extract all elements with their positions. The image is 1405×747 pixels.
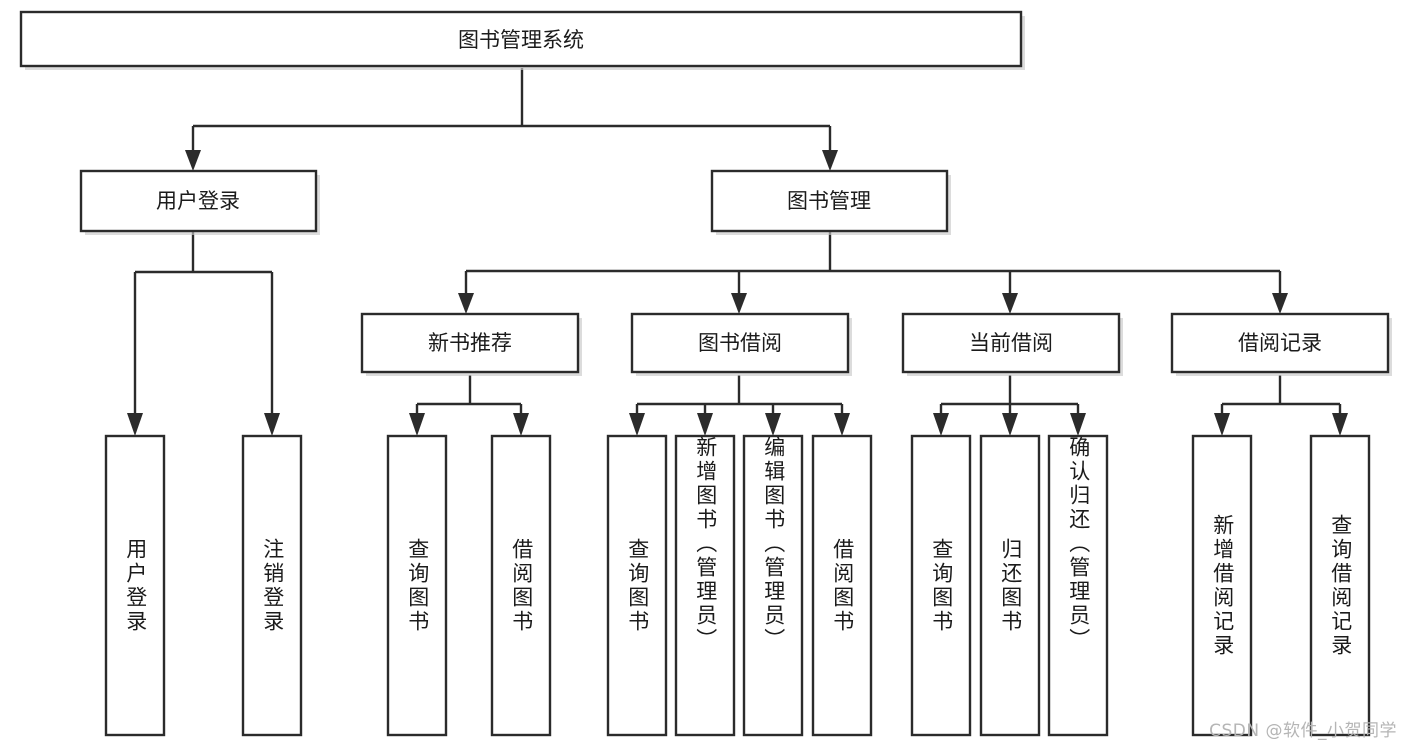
leaf-box-query-book-2[interactable]	[606, 434, 668, 737]
node-book-borrow-box[interactable]	[630, 312, 850, 374]
node-book-borrow[interactable]: 图书借阅	[630, 312, 852, 376]
node-root-label: 图书管理系统	[458, 28, 584, 52]
node-borrow-record-box[interactable]	[1170, 312, 1390, 374]
arrow-head-leaf-user-login	[127, 413, 143, 436]
node-root-box[interactable]	[19, 10, 1023, 68]
leaf-box-user-login[interactable]	[104, 434, 166, 737]
leaf-box-borrow-book-2[interactable]	[811, 434, 873, 737]
arrow-head-current-leaf1	[933, 413, 949, 436]
watermark-text: CSDN @软件_小贺同学	[1209, 721, 1397, 741]
leaf-box-add-record[interactable]	[1191, 434, 1253, 737]
arrow-head-current	[1002, 293, 1018, 314]
node-book-management-box[interactable]	[710, 169, 949, 233]
node-book-management[interactable]: 图书管理	[710, 169, 951, 235]
arrow-head-record-leaf2	[1332, 413, 1348, 436]
arrow-head-leaf-logout	[264, 413, 280, 436]
node-book-borrow-label: 图书借阅	[698, 331, 782, 355]
leaf-box-return-book[interactable]	[979, 434, 1041, 737]
arrow-head-borrow-leaf2	[697, 413, 713, 436]
node-current-borrow-box[interactable]	[901, 312, 1121, 374]
arrow-head-borrow-leaf4	[834, 413, 850, 436]
node-new-book-recommend[interactable]: 新书推荐	[360, 312, 582, 376]
node-borrow-record[interactable]: 借阅记录	[1170, 312, 1392, 376]
node-root[interactable]: 图书管理系统	[19, 10, 1025, 70]
arrow-head-user-login	[185, 150, 201, 171]
arrow-head-borrow-leaf3	[765, 413, 781, 436]
arrow-head-newbook-leaf1	[409, 413, 425, 436]
leaf-box-confirm-return[interactable]	[1047, 434, 1109, 737]
node-borrow-record-label: 借阅记录	[1238, 331, 1322, 355]
leaf-box-edit-book[interactable]	[742, 434, 804, 737]
node-new-book-recommend-box[interactable]	[360, 312, 580, 374]
arrow-head-newbook	[458, 293, 474, 314]
node-user-login[interactable]: 用户登录	[79, 169, 320, 235]
arrow-head-current-leaf3	[1070, 413, 1086, 436]
node-new-book-recommend-label: 新书推荐	[428, 331, 512, 355]
leaf-box-query-record[interactable]	[1309, 434, 1371, 737]
node-current-borrow-label: 当前借阅	[969, 331, 1053, 355]
node-user-login-box[interactable]	[79, 169, 318, 233]
leaf-box-add-book[interactable]	[674, 434, 736, 737]
leaf-box-query-book-3[interactable]	[910, 434, 972, 737]
connector-group	[127, 68, 1348, 436]
node-user-login-label: 用户登录	[156, 189, 240, 213]
leaf-box-group	[104, 434, 1371, 737]
arrow-head-record-leaf1	[1214, 413, 1230, 436]
arrow-head-borrow	[731, 293, 747, 314]
arrow-head-book-mgmt	[822, 150, 838, 171]
arrow-head-borrow-leaf1	[629, 413, 645, 436]
node-book-management-label: 图书管理	[787, 189, 871, 213]
leaf-box-query-book-1[interactable]	[386, 434, 448, 737]
node-current-borrow[interactable]: 当前借阅	[901, 312, 1123, 376]
arrow-head-current-leaf2	[1002, 413, 1018, 436]
leaf-box-logout[interactable]	[241, 434, 303, 737]
arrow-head-newbook-leaf2	[513, 413, 529, 436]
arrow-head-record	[1272, 293, 1288, 314]
leaf-box-borrow-book-1[interactable]	[490, 434, 552, 737]
